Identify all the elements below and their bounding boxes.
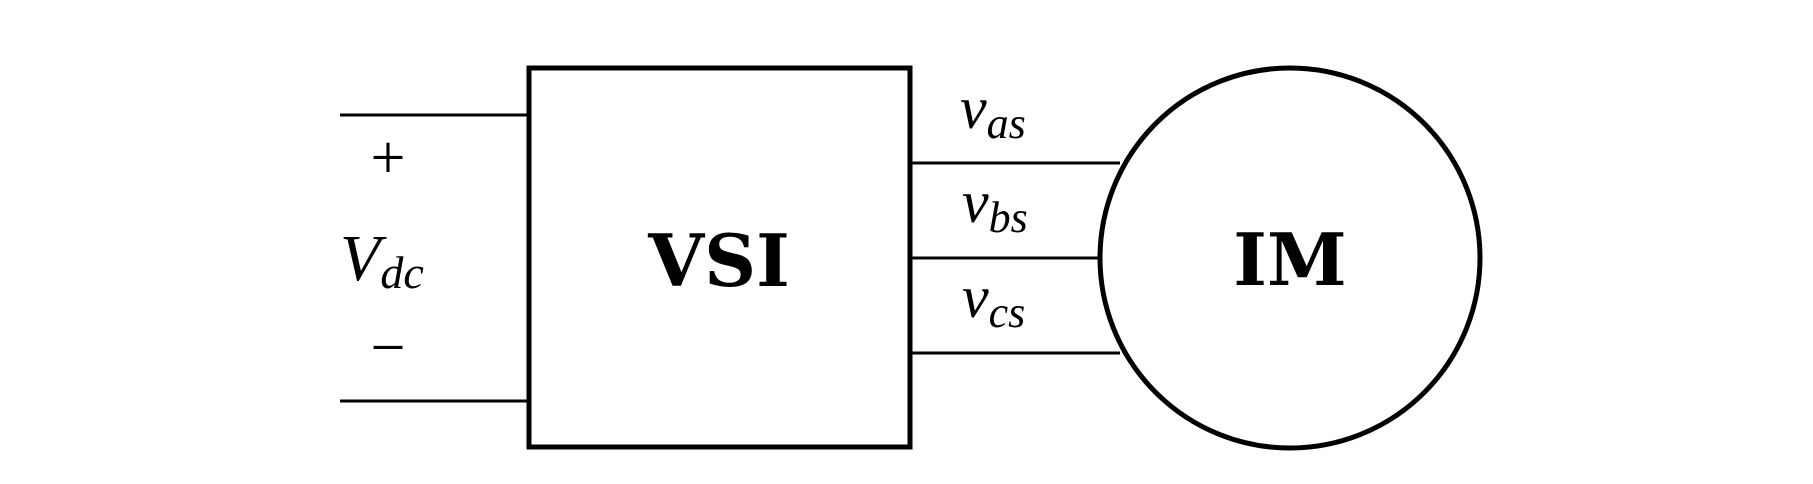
- induction-motor-circle: [1097, 65, 1483, 451]
- dc-minus-sign: −: [371, 314, 406, 382]
- phase-b-voltage-sub: bs: [989, 193, 1028, 242]
- dc-plus-sign: +: [371, 124, 406, 192]
- induction-motor-label: IM: [1233, 217, 1346, 302]
- phase-a-voltage-label: vas: [960, 75, 1026, 148]
- phase-b-voltage-label: vbs: [962, 169, 1028, 242]
- dc-voltage-label-sub: dc: [380, 247, 423, 298]
- phase-a-voltage-main: v: [960, 75, 987, 141]
- vsi-label: VSI: [647, 218, 790, 303]
- phase-a-voltage-sub: as: [987, 99, 1026, 148]
- phase-c-voltage-sub: cs: [989, 288, 1026, 337]
- phase-c-voltage-label: vcs: [962, 264, 1025, 337]
- phase-b-voltage-main: v: [962, 169, 989, 235]
- dc-voltage-label-main: V: [340, 222, 387, 295]
- dc-voltage-label: Vdc: [340, 222, 424, 298]
- vsi-block: [526, 65, 913, 450]
- phase-c-voltage-main: v: [962, 264, 989, 330]
